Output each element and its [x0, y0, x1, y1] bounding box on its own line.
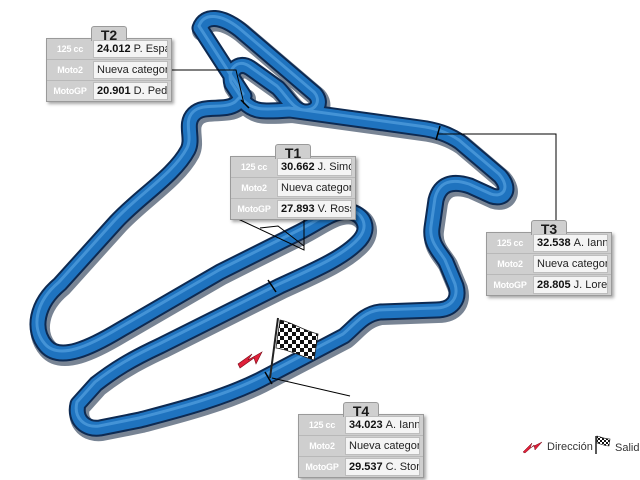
rider-name: P. Espargaró [133, 43, 167, 55]
sector-marker-t2 [240, 99, 250, 109]
time-cell: Nueva categoría [345, 437, 420, 455]
leader-line-t2 [172, 69, 245, 105]
category-label: MotoGP [53, 86, 87, 96]
legend-start-label: Salida [615, 442, 640, 454]
rider-name: J. Lorenzo [573, 279, 608, 291]
sector-marker-t1 [267, 279, 277, 293]
sector-row-moto2: Moto2 Nueva categoría [47, 60, 171, 81]
category-label: MotoGP [237, 204, 271, 214]
sector-marker-t4 [264, 371, 273, 385]
sector-row-moto2: Moto2 Nueva categoría [299, 436, 423, 457]
sector-row-moto2: Moto2 Nueva categoría [487, 254, 611, 275]
rider-name: A. Iannone [385, 419, 420, 431]
sector-markers [240, 99, 441, 385]
time-cell: Nueva categoría [93, 61, 168, 79]
legend-direction: Dirección [522, 440, 593, 454]
lap-time: 27.893 [281, 203, 315, 215]
sector-tab-t4: T4 [343, 402, 379, 419]
checkered-flag-icon [595, 435, 611, 454]
category-label: 125 cc [308, 420, 336, 430]
category-label: 125 cc [56, 44, 84, 54]
rider-name: C. Stoner [385, 461, 419, 473]
legend-direction-label: Dirección [547, 441, 593, 453]
lap-time: 29.537 [349, 461, 383, 473]
rider-name: V. Rossi [317, 203, 351, 215]
rider-name: J. Simón [317, 161, 351, 173]
track [29, 10, 518, 442]
time-cell: Nueva categoría [533, 255, 608, 273]
legend-start: Salida [594, 434, 640, 454]
category-label: 125 cc [496, 238, 524, 248]
lap-time: 30.662 [281, 161, 315, 173]
category-label: MotoGP [305, 462, 339, 472]
lap-time: 34.023 [349, 419, 383, 431]
category-label: MotoGP [493, 280, 527, 290]
lap-time: 28.805 [537, 279, 571, 291]
lap-time: 20.901 [97, 85, 131, 97]
sector-marker-t3 [435, 125, 441, 141]
direction-arrow-icon [237, 351, 263, 369]
category-label: Moto2 [497, 259, 523, 269]
leader-line-t1b [259, 225, 305, 247]
rider-name: D. Pedrosa [133, 85, 168, 97]
lap-time: 32.538 [537, 237, 571, 249]
sector-tab-t3: T3 [531, 220, 567, 237]
category-label: Moto2 [57, 65, 83, 75]
sector-tab-t1: T1 [275, 144, 311, 161]
red-arrow-icon [522, 441, 543, 454]
time-cell: Nueva categoría [277, 179, 352, 197]
sector-tab-t2: T2 [91, 26, 127, 43]
start-flag-icon [269, 317, 319, 379]
sector-row-moto2: Moto2 Nueva categoría [231, 178, 355, 199]
lap-time: 24.012 [97, 43, 131, 55]
leader-line-t4 [271, 377, 351, 397]
category-label: Moto2 [241, 183, 267, 193]
category-label: 125 cc [240, 162, 268, 172]
rider-name: A. Iannone [573, 237, 608, 249]
category-label: Moto2 [309, 441, 335, 451]
